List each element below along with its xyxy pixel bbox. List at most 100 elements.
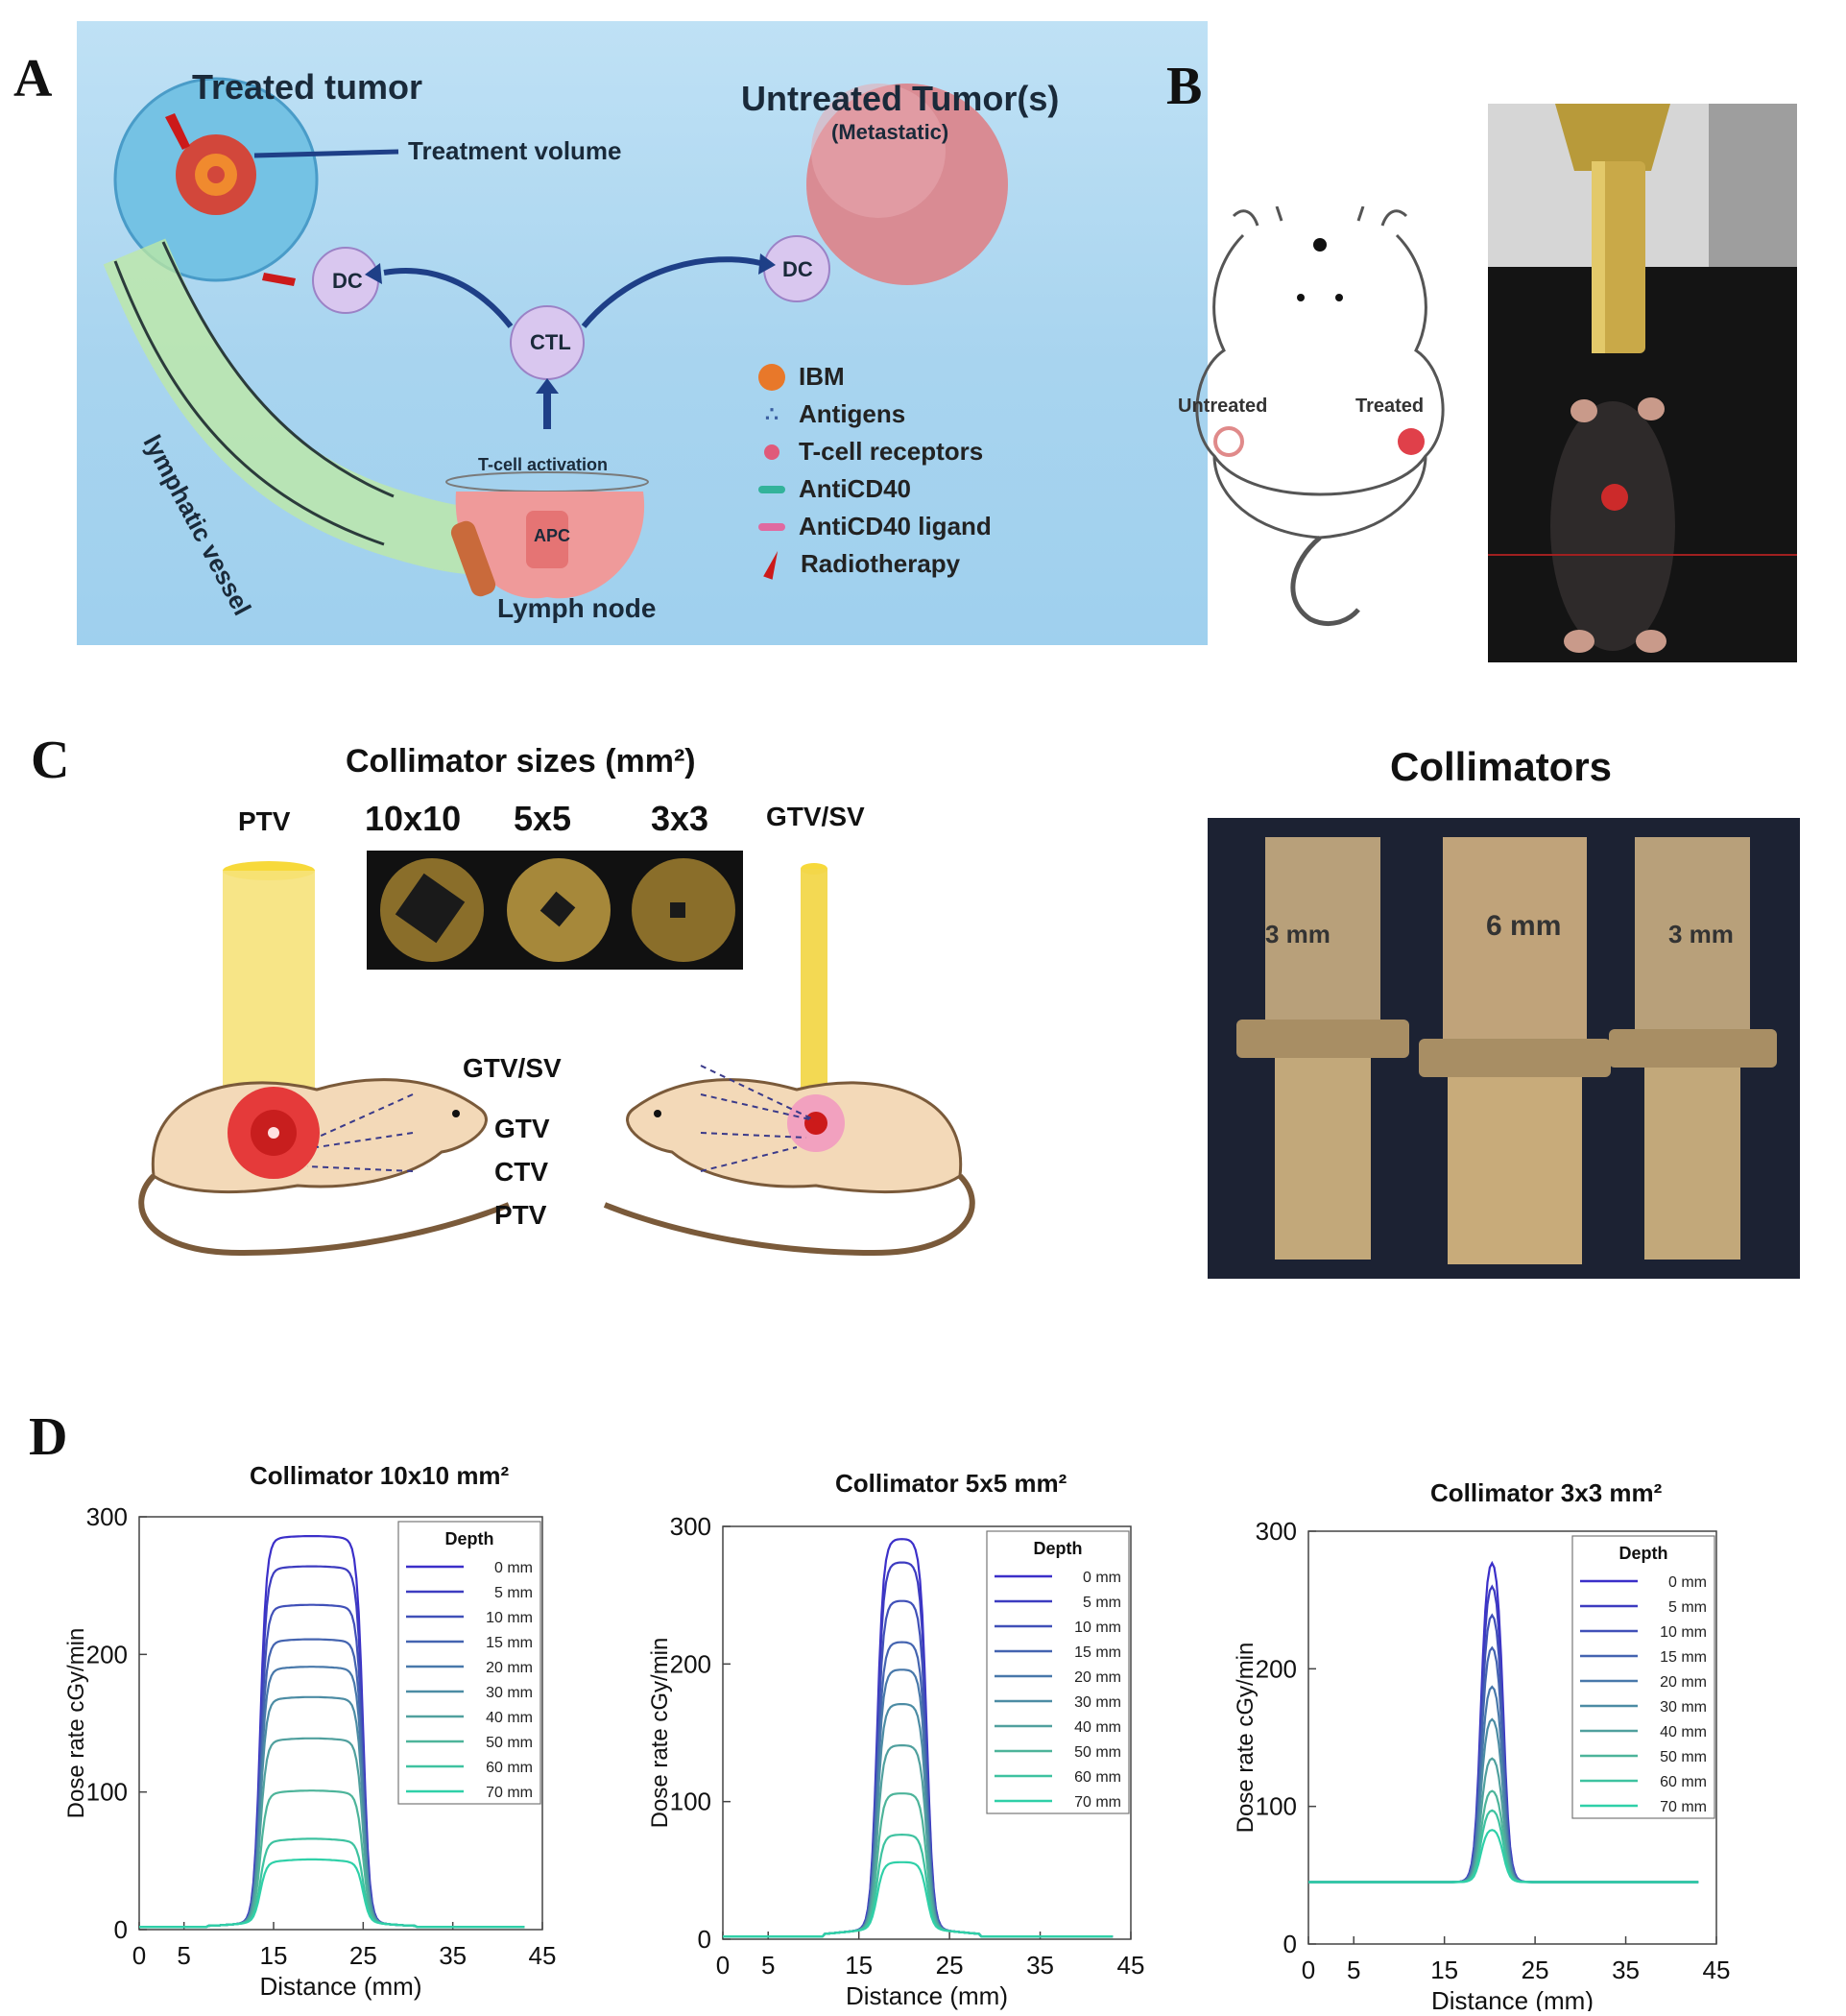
ptv-beam: [223, 871, 315, 1111]
legend-label: Radiotherapy: [801, 549, 961, 578]
dc-left-label: DC: [332, 269, 363, 293]
t-cell-activation-label: T-cell activation: [478, 455, 609, 474]
x-tick-label: 35: [1026, 1951, 1054, 1980]
plot-title-3x3: Collimator 3x3 mm²: [1430, 1478, 1663, 1507]
gtv-sv-top-label: GTV/SV: [766, 802, 865, 831]
legend-entry: 5 mm: [1668, 1599, 1707, 1616]
legend-entry: 30 mm: [486, 1685, 533, 1701]
y-tick-label: 300: [86, 1502, 128, 1531]
x-axis-label: Distance (mm): [1431, 1986, 1594, 2011]
radiotherapy-icon: [763, 548, 782, 580]
y-axis-label: Dose rate cGy/min: [1233, 1643, 1259, 1834]
t-cell-receptor-icon: [764, 444, 779, 460]
legend-label: T-cell receptors: [799, 437, 984, 466]
treated-tumor-marker: [1398, 428, 1425, 455]
x-tick-label: 45: [1703, 1956, 1731, 1984]
legend-entry: 50 mm: [1660, 1749, 1707, 1765]
untreated-tumor-label: Untreated Tumor(s): [741, 79, 1060, 118]
dose-curve-70-mm: [1308, 1829, 1699, 1884]
size-label-5x5: 5x5: [514, 799, 572, 838]
left-mouse-tail: [138, 1173, 511, 1257]
panel-letter-a: A: [13, 49, 53, 108]
x-tick-label: 25: [349, 1941, 377, 1970]
x-tick-label: 15: [845, 1951, 873, 1980]
treated-tumor-label: Treated tumor: [192, 67, 423, 107]
untreated-tumor-marker: [1213, 426, 1244, 457]
x-tick-label: 0: [1302, 1956, 1315, 1984]
lymph-node-label: Lymph node: [497, 593, 657, 623]
legend-entry: 15 mm: [1074, 1644, 1121, 1661]
legend-entry: 0 mm: [1083, 1570, 1121, 1586]
legend-entry: 30 mm: [1660, 1699, 1707, 1716]
y-tick-label: 200: [86, 1640, 128, 1668]
radiotherapy-mark: [165, 113, 190, 150]
mouse-diagram: [1195, 206, 1445, 626]
lymph-vessel-end: [450, 520, 496, 597]
dose-curve-70-mm: [723, 1860, 1114, 1938]
plot-title-10x10: Collimator 10x10 mm²: [250, 1461, 510, 1490]
legend-box: [986, 1530, 1130, 1814]
mouse-irradiation-photo: [1488, 104, 1797, 662]
legend-entry: 10 mm: [1074, 1620, 1121, 1636]
legend-entry: 20 mm: [486, 1660, 533, 1676]
legend-label: AntiCD40 ligand: [799, 512, 992, 540]
mouse-target-volume-diagram: [138, 861, 975, 1257]
legend-entry: 50 mm: [486, 1735, 533, 1751]
anti-cd40-icon: [758, 485, 785, 493]
legend-entry: 30 mm: [1074, 1694, 1121, 1711]
legend-box: [397, 1521, 541, 1805]
legend-entry: 40 mm: [486, 1710, 533, 1726]
legend-label: Antigens: [799, 399, 906, 428]
legend-title: Depth: [1034, 1539, 1083, 1558]
legend-item-anticd40: AntiCD40: [758, 474, 911, 504]
legend-entry: 70 mm: [486, 1785, 533, 1801]
treatment-volume-label: Treatment volume: [408, 136, 622, 165]
dc-right-label: DC: [782, 257, 813, 281]
y-tick-label: 0: [698, 1925, 711, 1954]
y-axis-label: Dose rate cGy/min: [63, 1628, 89, 1819]
x-tick-label: 45: [1117, 1951, 1145, 1980]
plot-title-5x5: Collimator 5x5 mm²: [835, 1469, 1067, 1498]
panel-a-illustration: [103, 77, 1008, 599]
size-label-10x10: 10x10: [365, 799, 462, 838]
legend-entry: 60 mm: [1660, 1774, 1707, 1790]
legend-entry: 60 mm: [1074, 1769, 1121, 1786]
volume-label-ctv: CTV: [494, 1157, 548, 1187]
legend-title: Depth: [445, 1529, 494, 1548]
y-tick-label: 100: [86, 1778, 128, 1807]
untreated-label: Untreated: [1178, 396, 1268, 417]
legend-entry: 70 mm: [1660, 1799, 1707, 1815]
ptv-top-label: PTV: [238, 806, 291, 836]
legend-entry: 20 mm: [1660, 1674, 1707, 1691]
y-tick-label: 300: [670, 1512, 711, 1541]
y-tick-label: 200: [1256, 1654, 1297, 1683]
x-axis-label: Distance (mm): [846, 1981, 1008, 2010]
x-tick-label: 5: [177, 1941, 190, 1970]
legend-item-antigens: ∴ Antigens: [758, 399, 905, 429]
collimator-engraving-left: 3 mm: [1265, 920, 1331, 948]
legend-entry: 50 mm: [1074, 1744, 1121, 1761]
x-tick-label: 25: [1522, 1956, 1549, 1984]
x-tick-label: 35: [439, 1941, 467, 1970]
dose-curve-50-mm: [139, 1789, 525, 1929]
panel-letter-c: C: [31, 731, 70, 790]
y-tick-label: 100: [1256, 1792, 1297, 1821]
volume-label-ptv: PTV: [494, 1200, 547, 1230]
y-tick-label: 0: [114, 1915, 128, 1944]
right-mouse-tail: [603, 1173, 975, 1257]
y-tick-label: 100: [670, 1788, 711, 1816]
dose-curve-60-mm: [723, 1833, 1114, 1938]
legend-entry: 0 mm: [494, 1560, 533, 1576]
collimator-engraving-right: 3 mm: [1668, 920, 1734, 948]
collimator-engraving-middle: 6 mm: [1486, 910, 1562, 942]
legend-item-t-cell-receptors: T-cell receptors: [758, 437, 983, 467]
plot-frame: [722, 1525, 1132, 1940]
legend-entry: 15 mm: [1660, 1649, 1707, 1666]
treatment-volume-pointer: [253, 149, 399, 158]
collimator-apertures-photo: [367, 851, 743, 970]
collimators-photo: [1208, 818, 1800, 1279]
legend-entry: 10 mm: [486, 1610, 533, 1626]
panel-letter-d: D: [29, 1407, 68, 1467]
